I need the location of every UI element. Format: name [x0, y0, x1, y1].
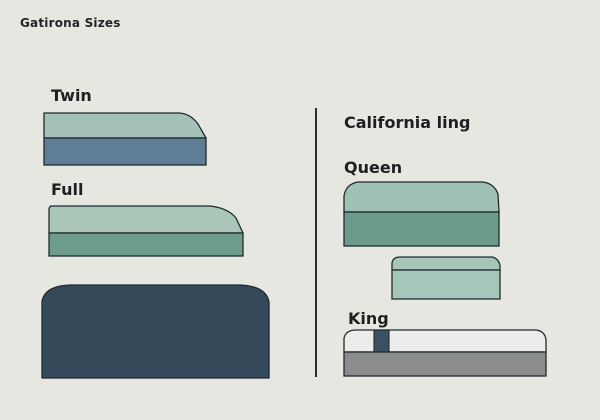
full-mattress-base	[48, 232, 244, 257]
small-block-base	[391, 269, 501, 300]
queen-mattress-base	[343, 211, 500, 247]
queen-mattress-top	[343, 181, 500, 213]
queen-mattress	[343, 181, 500, 247]
full-mattress	[48, 205, 244, 257]
king-mattress-top	[343, 329, 547, 353]
column-divider	[315, 108, 317, 377]
full-label: Full	[51, 180, 84, 199]
twin-mattress-base	[43, 137, 207, 166]
queen-label: Queen	[344, 158, 403, 177]
king-label: King	[348, 309, 389, 328]
small-mattress-block	[391, 256, 501, 300]
california-king-label: California ling	[344, 113, 471, 132]
king-mattress-base	[343, 351, 547, 377]
twin-label: Twin	[51, 86, 92, 105]
small-block-top	[391, 256, 501, 271]
twin-mattress-top	[43, 112, 207, 139]
king-mattress-accent	[373, 329, 390, 353]
full-mattress-top	[48, 205, 244, 234]
twin-mattress	[43, 112, 207, 166]
dark-mattress-block	[41, 284, 270, 379]
king-mattress	[343, 329, 547, 377]
page-title: Gatirona Sizes	[20, 16, 121, 30]
